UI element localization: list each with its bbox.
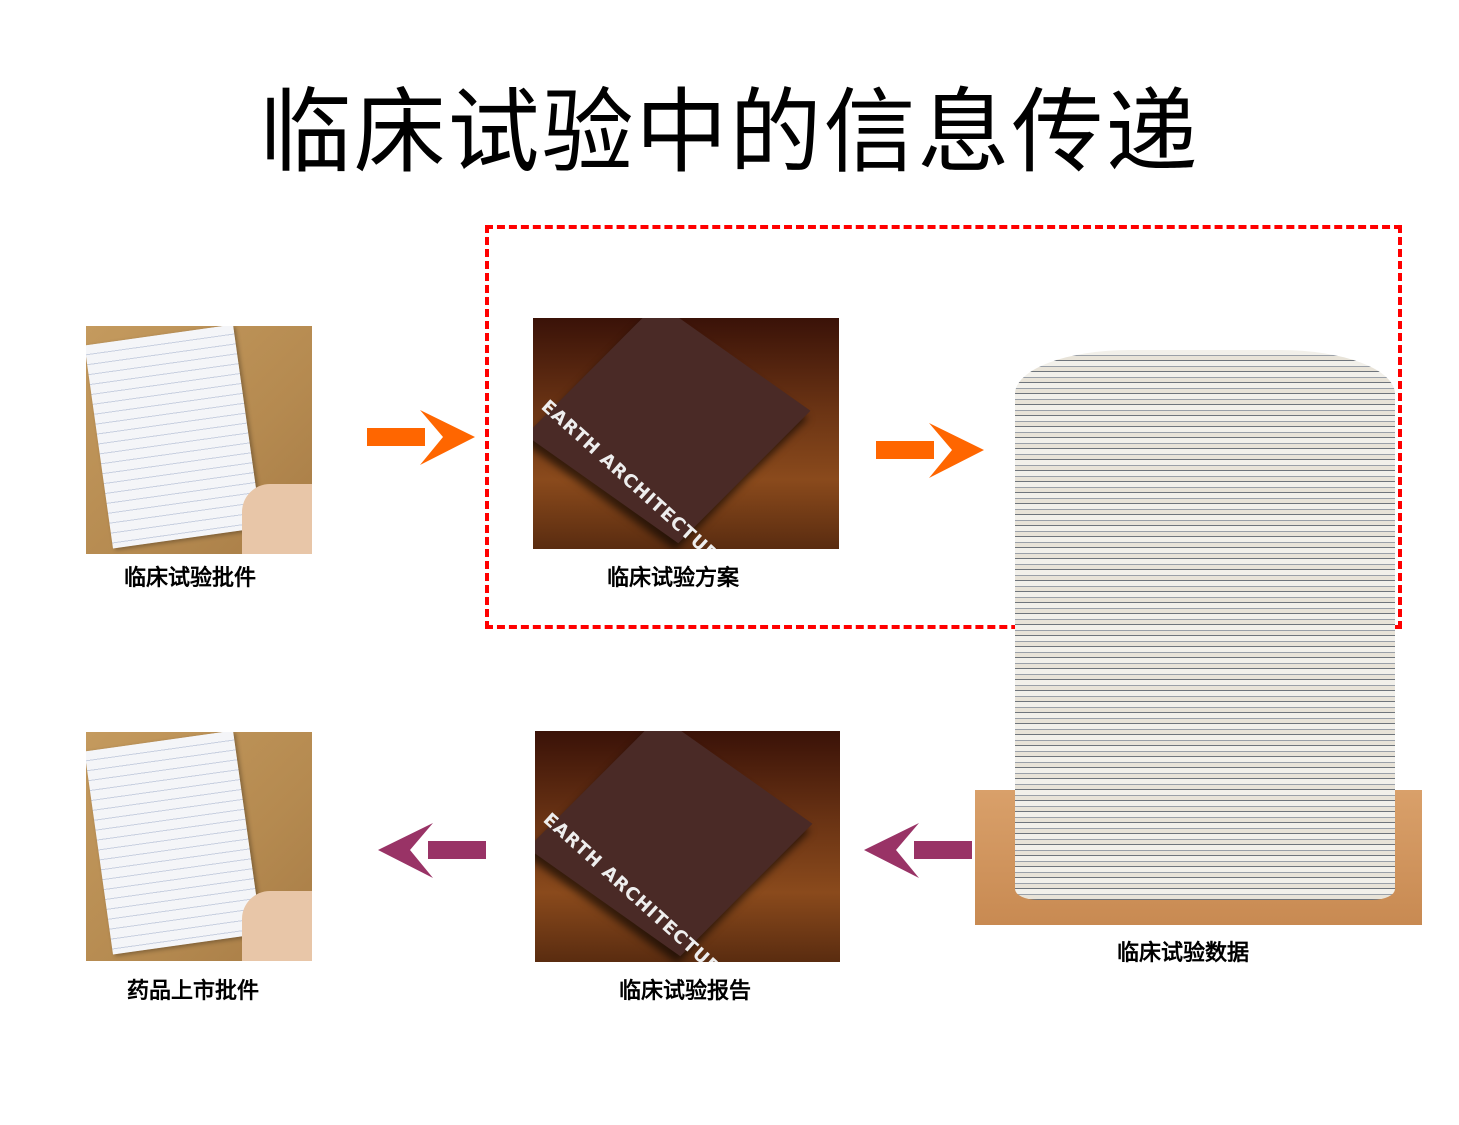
market-approval-label: 药品上市批件	[126, 979, 259, 1004]
arrow-right-icon	[367, 410, 475, 465]
data-label: 临床试验数据	[1116, 941, 1249, 966]
approval-label: 临床试验批件	[123, 566, 256, 591]
approval-image	[86, 326, 312, 554]
report-image: EARTH ARCHITECTURE	[535, 731, 840, 962]
highlight-dashed-box	[485, 225, 1402, 629]
report-label: 临床试验报告	[618, 979, 751, 1004]
page-title: 临床试验中的信息传递	[259, 79, 1200, 186]
arrow-right-icon	[876, 423, 984, 478]
market-approval-image	[86, 732, 312, 961]
protocol-label: 临床试验方案	[606, 566, 739, 591]
arrow-left-icon	[378, 823, 486, 878]
data-image	[975, 350, 1422, 925]
protocol-image: EARTH ARCHITECTURE	[533, 318, 839, 549]
arrow-left-icon	[864, 823, 972, 878]
